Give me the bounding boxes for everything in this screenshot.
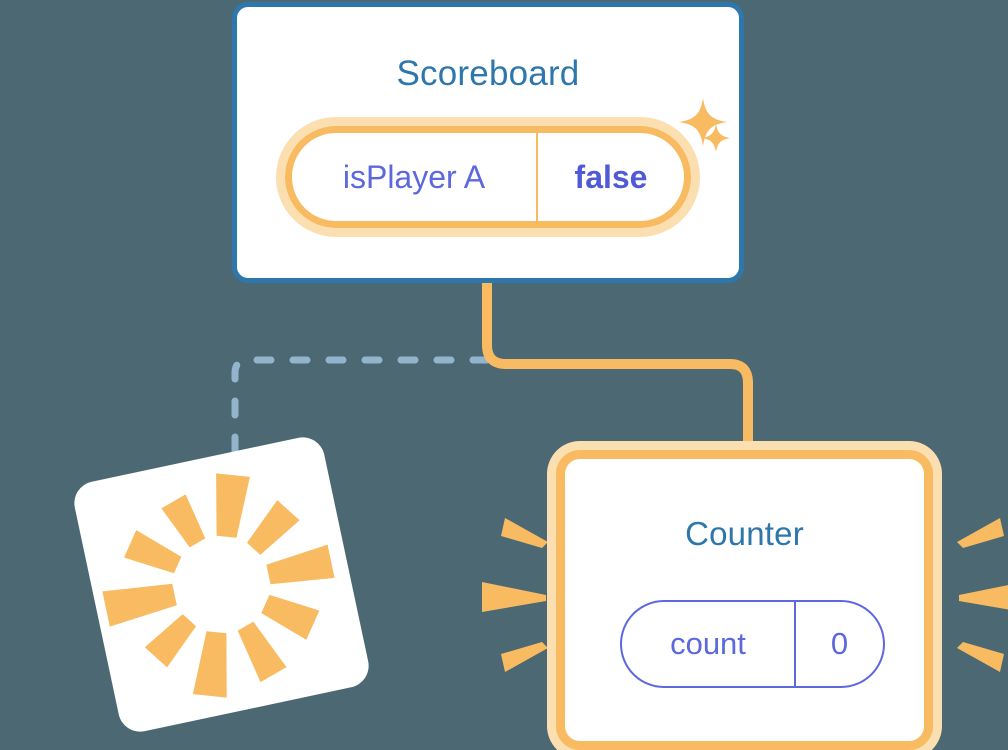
ghost-card[interactable] <box>70 433 373 736</box>
counter-burst-left-icon <box>482 518 548 672</box>
state-pill-glow <box>276 117 700 237</box>
state-pill-count[interactable]: count 0 <box>620 600 885 688</box>
state-pill-isplayer-a[interactable]: isPlayer A false <box>276 117 700 237</box>
state-key-count: count <box>622 602 796 686</box>
component-counter[interactable]: Counter count 0 <box>556 450 933 750</box>
counter-burst-right-icon <box>957 518 1008 672</box>
sparkle-large-icon <box>677 96 729 148</box>
component-title-scoreboard: Scoreboard <box>396 54 580 93</box>
connector-scoreboard-to-counter <box>482 283 753 462</box>
state-value-count: 0 <box>830 626 849 661</box>
sparkle-small-icon <box>700 122 732 154</box>
state-value-isplayer-a: false <box>574 158 648 195</box>
component-title-counter: Counter <box>685 515 804 552</box>
state-pill-body[interactable]: isPlayer A false <box>285 126 691 228</box>
ghost-card-burst-icon <box>102 473 335 698</box>
state-key-isplayer-a: isPlayer A <box>292 133 538 221</box>
